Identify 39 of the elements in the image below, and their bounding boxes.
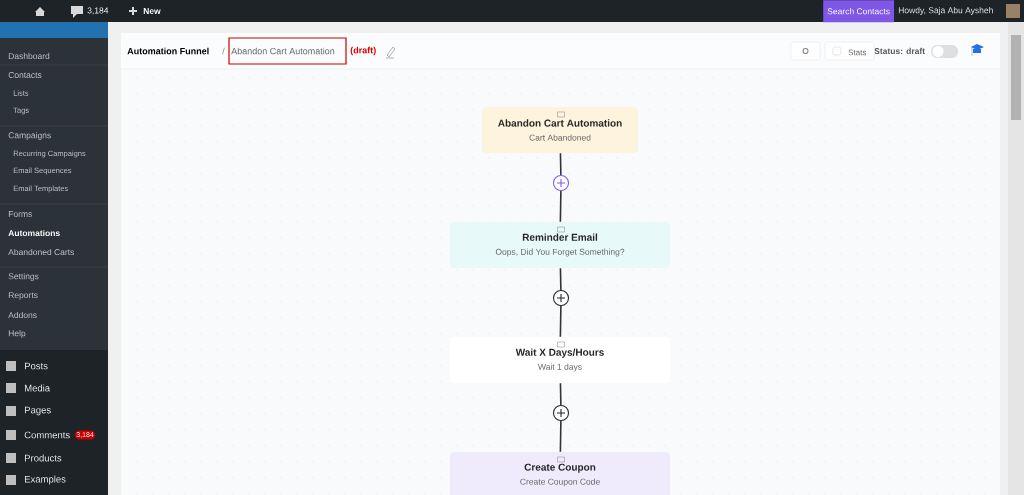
menu-item: Products — [25, 454, 62, 462]
status-tag: (draft) — [350, 46, 376, 56]
breadcrumb-separator: / — [222, 47, 225, 55]
step-box: Create Coupon Create Coupon Code — [450, 452, 670, 495]
new-link: New — [143, 8, 161, 14]
comment-count: 3,184 — [87, 7, 109, 15]
menu-item: Forms — [8, 211, 32, 217]
add-step-button — [552, 404, 570, 422]
search-contacts-button: Search Contacts — [823, 0, 895, 23]
page-title: Automation Funnel — [127, 47, 209, 55]
menu-item: Settings — [8, 273, 39, 281]
menu-item: Media — [25, 384, 51, 392]
step-box: Abandon Cart Automation Cart Abandoned — [482, 107, 638, 153]
menu-item: Contacts — [8, 72, 42, 78]
menu-item: Comments — [24, 431, 70, 439]
add-step-button — [552, 174, 570, 192]
menu-item: Pages — [25, 406, 51, 416]
connector-line — [559, 190, 562, 223]
automation-name: Abandon Cart Automation — [231, 47, 335, 55]
menu-item: Examples — [25, 475, 66, 485]
step-box: Reminder Email Oops, Did You Forget Something? — [450, 222, 670, 268]
menu-item: Posts — [25, 362, 48, 370]
connector-line — [559, 152, 562, 176]
stats-button: Stats — [824, 41, 875, 61]
status-text: Status: draft — [874, 47, 925, 55]
add-step-button — [552, 289, 570, 307]
menu-item: Help — [8, 330, 26, 338]
connector-line — [559, 305, 562, 338]
greeting-text: Howdy, Saja Abu Aysheh — [898, 7, 993, 15]
menu-item: Campaigns — [8, 132, 51, 140]
menu-item: Abandoned Carts — [8, 248, 75, 256]
menu-item: Dashboard — [8, 52, 50, 60]
menu-item: Automations — [8, 229, 60, 237]
connector-line — [559, 420, 562, 453]
menu-item: Addons — [8, 311, 37, 319]
connector-line — [559, 267, 562, 291]
menu-item: Reports — [8, 292, 38, 300]
connector-line — [559, 382, 562, 406]
step-box: Wait X Days/Hours Wait 1 days — [450, 337, 670, 383]
